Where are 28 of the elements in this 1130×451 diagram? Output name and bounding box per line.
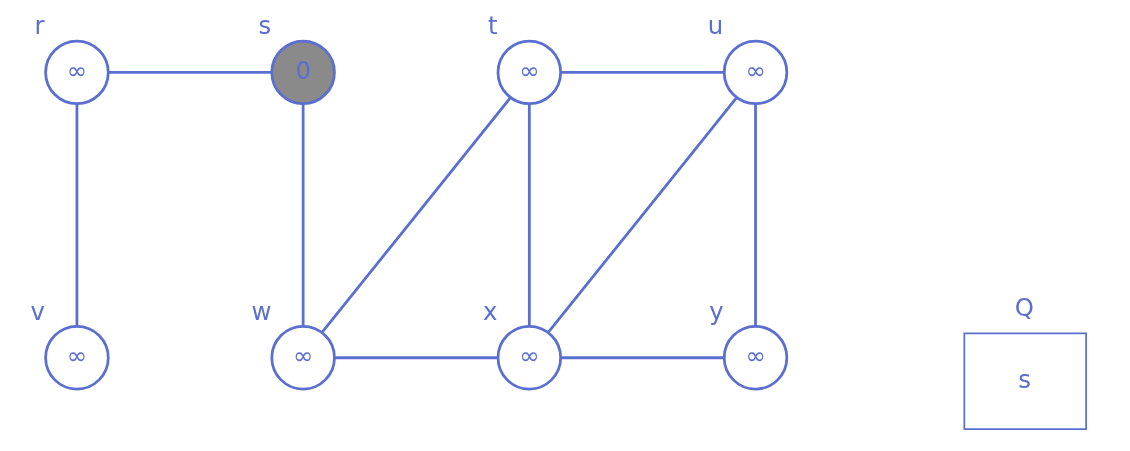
connector (560, 356, 724, 360)
connector (321, 96, 512, 333)
node-circle: ∞ (44, 39, 110, 106)
connector (334, 356, 498, 360)
node-label: t (488, 11, 498, 41)
node-box: s (963, 332, 1087, 430)
connector (527, 103, 531, 326)
node-label: v (30, 296, 45, 326)
node-circle: ∞ (496, 325, 563, 391)
node-circle: ∞ (496, 39, 563, 106)
connector (75, 103, 79, 326)
connector (301, 103, 305, 326)
node-label: y (709, 296, 724, 326)
node-label: x (482, 296, 498, 326)
node-label: Q (1014, 293, 1034, 323)
node-circle: ∞ (722, 325, 789, 391)
connector (560, 71, 724, 74)
node-label: r (34, 11, 45, 41)
node-circle: ∞ (722, 39, 789, 106)
node-circle: ∞ (270, 325, 336, 391)
node-label: u (707, 11, 724, 41)
node-label: s (258, 11, 272, 41)
node-circle: ∞ (44, 325, 110, 391)
connector (754, 103, 757, 326)
node-circle: 0 (270, 39, 336, 106)
connector (547, 96, 738, 333)
connector (108, 71, 272, 74)
node-label: w (251, 296, 272, 326)
